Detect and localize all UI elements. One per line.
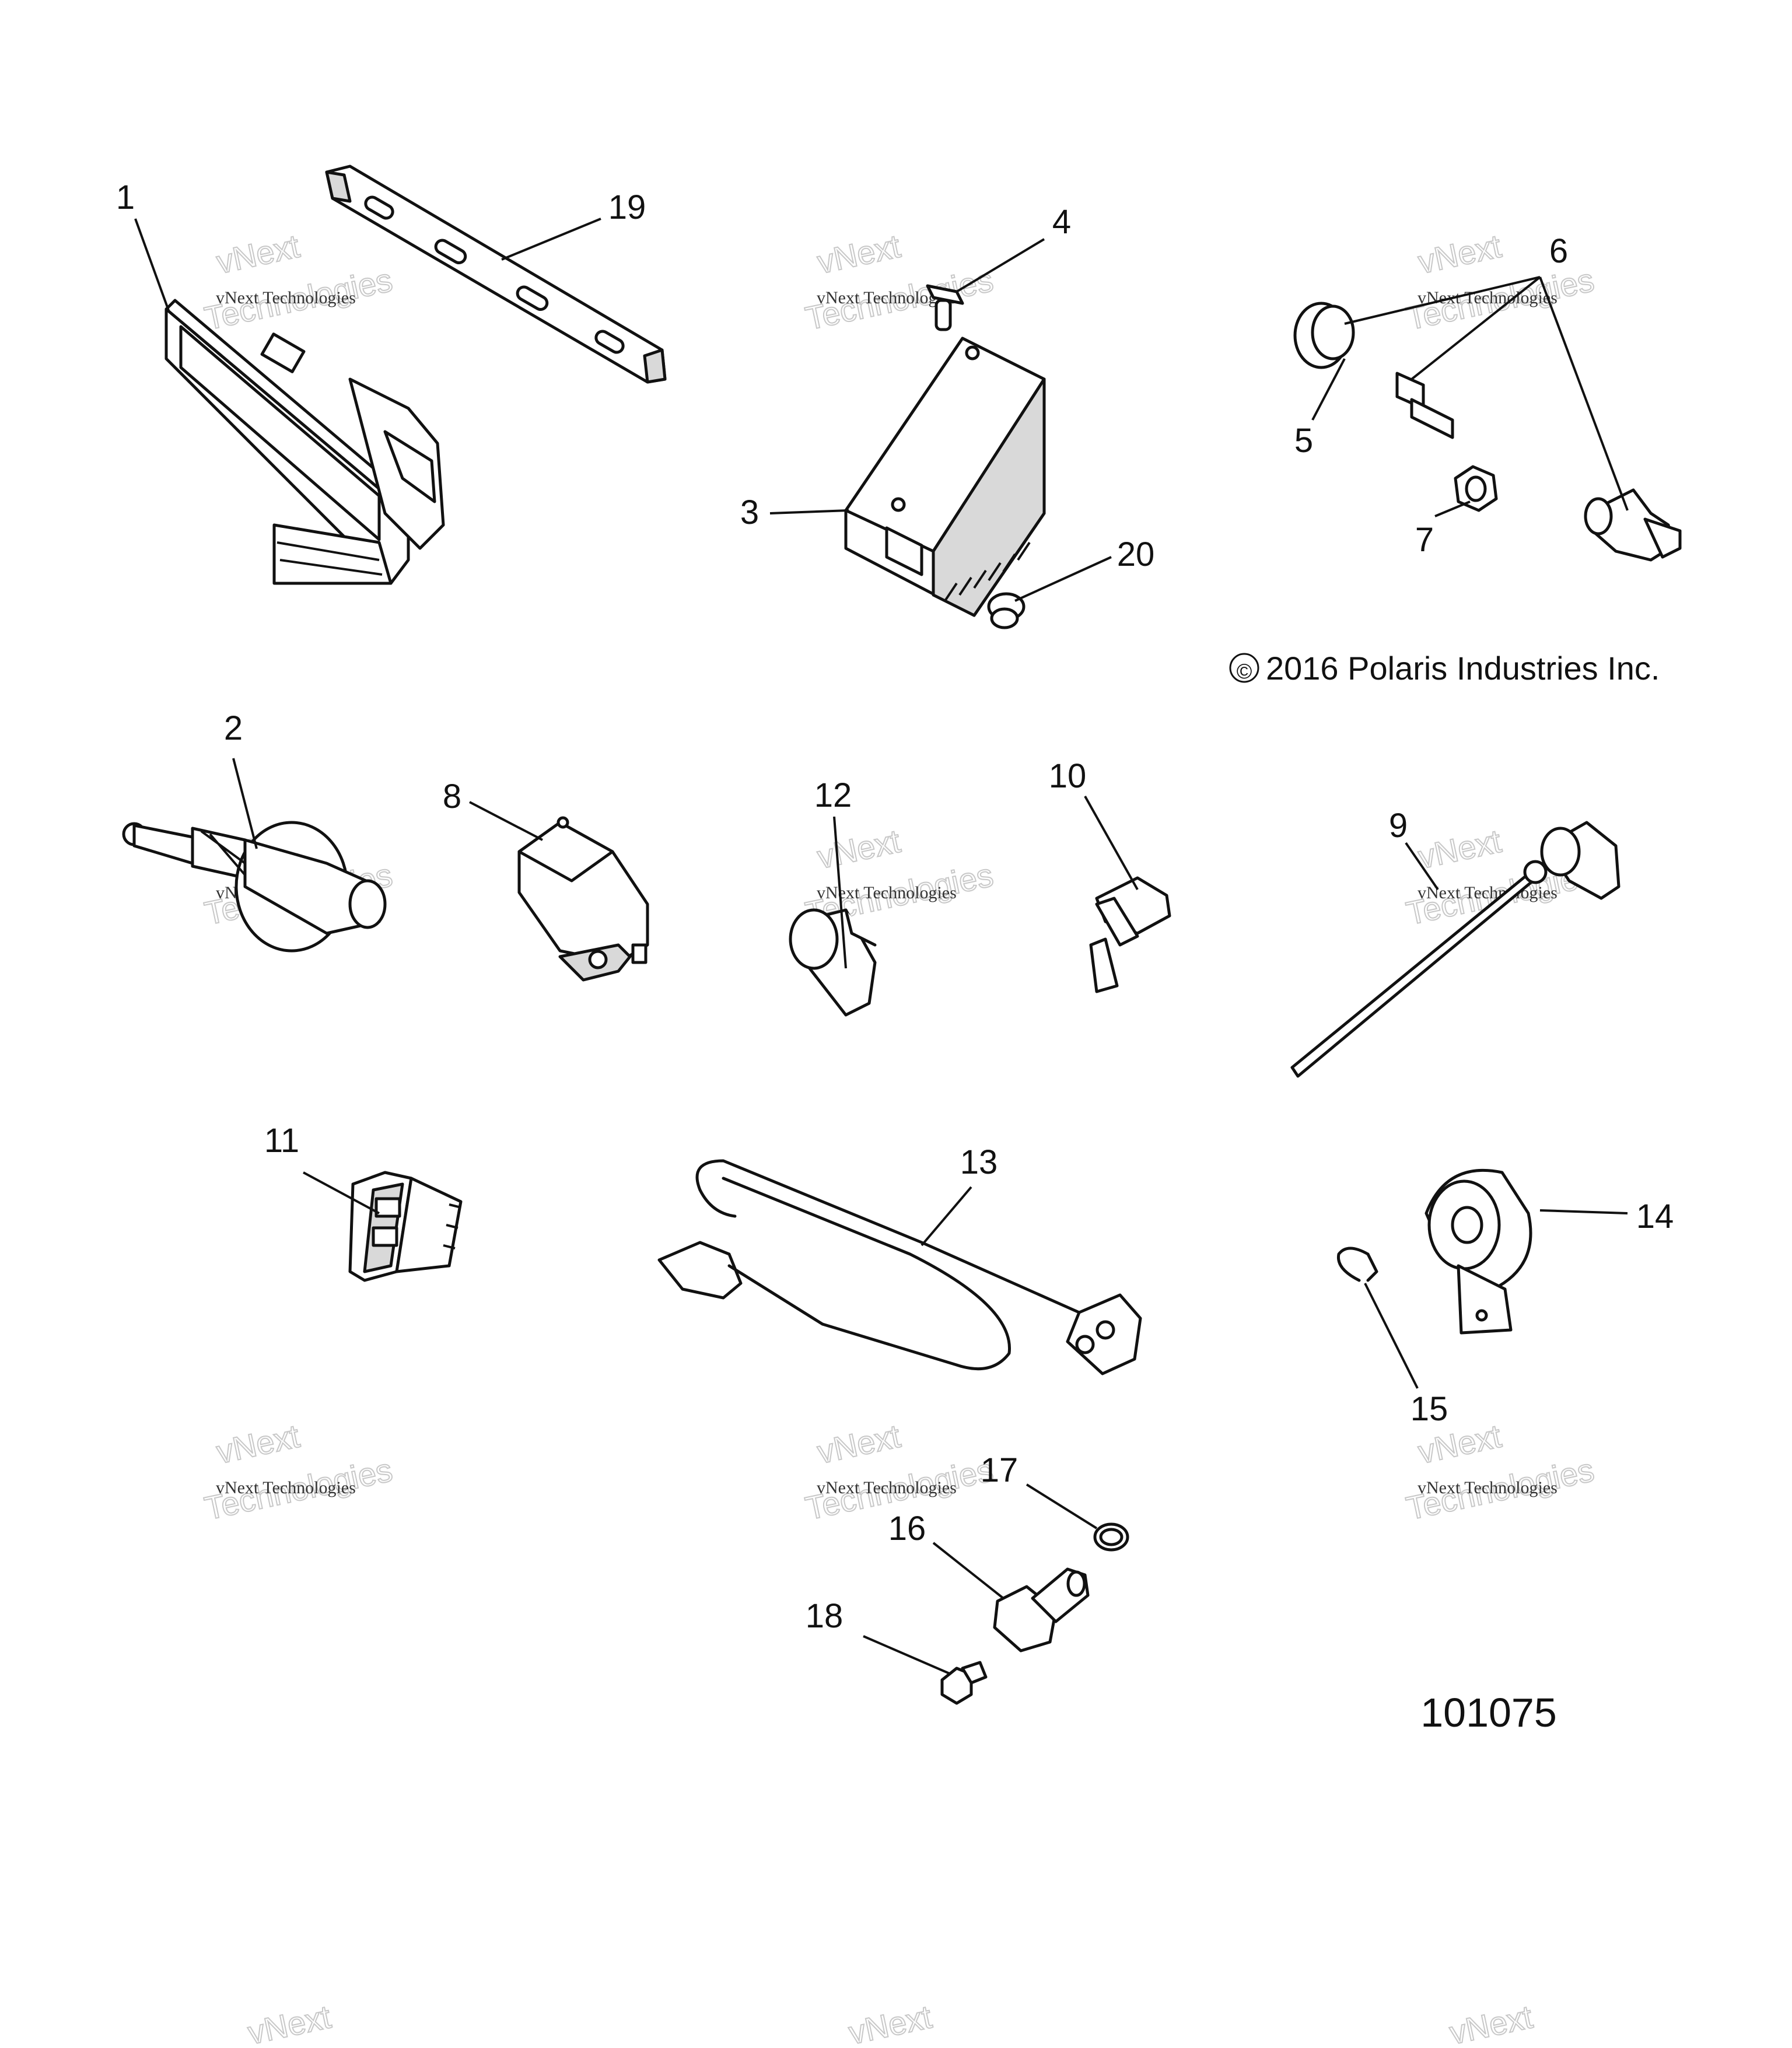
svg-text:vNext: vNext	[814, 227, 904, 281]
svg-text:vNext Technologies: vNext Technologies	[1418, 288, 1558, 307]
callout-6: 6	[1549, 232, 1568, 270]
callout-16: 16	[888, 1510, 926, 1548]
part-16-speed-sensor	[993, 1567, 1090, 1653]
callout-8: 8	[443, 778, 461, 815]
svg-text:vNext: vNext	[214, 1417, 303, 1471]
part-15-clip	[1336, 1247, 1378, 1282]
part-17-o-ring	[1093, 1522, 1129, 1552]
callout-1: 1	[116, 178, 135, 216]
callout-10: 10	[1049, 757, 1087, 795]
part-18-bolt	[940, 1661, 988, 1705]
callout-17: 17	[981, 1451, 1019, 1489]
callout-18: 18	[806, 1597, 844, 1635]
callout-19: 19	[608, 188, 646, 226]
callout-15: 15	[1410, 1390, 1448, 1428]
part-2-switch	[122, 821, 387, 953]
callout-12: 12	[814, 776, 852, 814]
svg-text:vNext: vNext	[1446, 1998, 1536, 2048]
part-19-bracket	[325, 164, 667, 384]
part-13-harness	[657, 1159, 1142, 1375]
part-1-ecu	[164, 299, 445, 585]
watermark-2: vNext Technologies vNext Technologies	[802, 227, 997, 338]
callout-14: 14	[1636, 1198, 1674, 1235]
part-12-sensor	[789, 908, 877, 1017]
watermark-1: vNext Technologies vNext Technologies	[201, 227, 396, 338]
callout-2: 2	[224, 709, 243, 747]
callout-13: 13	[960, 1143, 998, 1181]
svg-text:vNext: vNext	[1415, 822, 1505, 876]
part-7-nut	[1454, 465, 1498, 512]
callout-3: 3	[740, 493, 759, 531]
part-20-grommet	[987, 592, 1026, 629]
svg-text:vNext Technologies: vNext Technologies	[817, 883, 957, 902]
svg-text:vNext: vNext	[1415, 227, 1505, 281]
watermark-7: vNext Technologies vNext Technologies	[201, 1417, 396, 1528]
callout-5: 5	[1294, 422, 1313, 460]
svg-text:vNext: vNext	[214, 227, 303, 281]
watermark-3: vNext Technologies vNext Technologies	[1402, 227, 1598, 338]
svg-text:vNext Technologies: vNext Technologies	[216, 1478, 356, 1497]
svg-text:vNext Technologies: vNext Technologies	[817, 1478, 957, 1497]
part-5-cap	[1293, 302, 1355, 369]
part-6-key	[1395, 372, 1454, 439]
part-10-temp-sensor	[1089, 876, 1171, 993]
svg-text:vNext Technologies: vNext Technologies	[216, 288, 356, 307]
part-8-map-sensor	[517, 816, 649, 982]
svg-text:vNext Technologies: vNext Technologies	[1418, 1478, 1558, 1497]
copyright-text: 2016 Polaris Industries Inc.	[1266, 650, 1660, 687]
svg-text:vNext: vNext	[814, 822, 904, 876]
svg-text:vNext: vNext	[845, 1998, 935, 2048]
part-6-switch	[1584, 488, 1682, 562]
watermark-bottom: vNext vNext vNext	[244, 1997, 1536, 2048]
part-3-regulator	[844, 337, 1046, 617]
drawing-number: 101075	[1420, 1690, 1557, 1735]
callout-labels: 1 2 3 4 5 6 7 8 9 10 11 12 13 14 15 16 1…	[116, 178, 1674, 1635]
part-11-rocker-switch	[348, 1171, 463, 1282]
part-14-knock-sensor	[1424, 1168, 1532, 1335]
svg-text:vNext: vNext	[814, 1417, 904, 1471]
callout-4: 4	[1052, 203, 1071, 241]
callout-11: 11	[264, 1122, 299, 1160]
callout-7: 7	[1415, 521, 1434, 559]
copyright-notice: © 2016 Polaris Industries Inc.	[1229, 650, 1660, 687]
leader-lines	[134, 218, 1629, 1675]
svg-text:vNext Technologies: vNext Technologies	[1418, 883, 1558, 902]
callout-20: 20	[1117, 535, 1155, 573]
part-4-pin	[926, 284, 964, 331]
watermark-9: vNext Technologies vNext Technologies	[1402, 1417, 1598, 1528]
svg-text:vNext: vNext	[244, 1998, 334, 2048]
part-9-o2-sensor	[1290, 821, 1620, 1078]
copyright-symbol: ©	[1237, 659, 1252, 683]
callout-9: 9	[1389, 807, 1408, 845]
